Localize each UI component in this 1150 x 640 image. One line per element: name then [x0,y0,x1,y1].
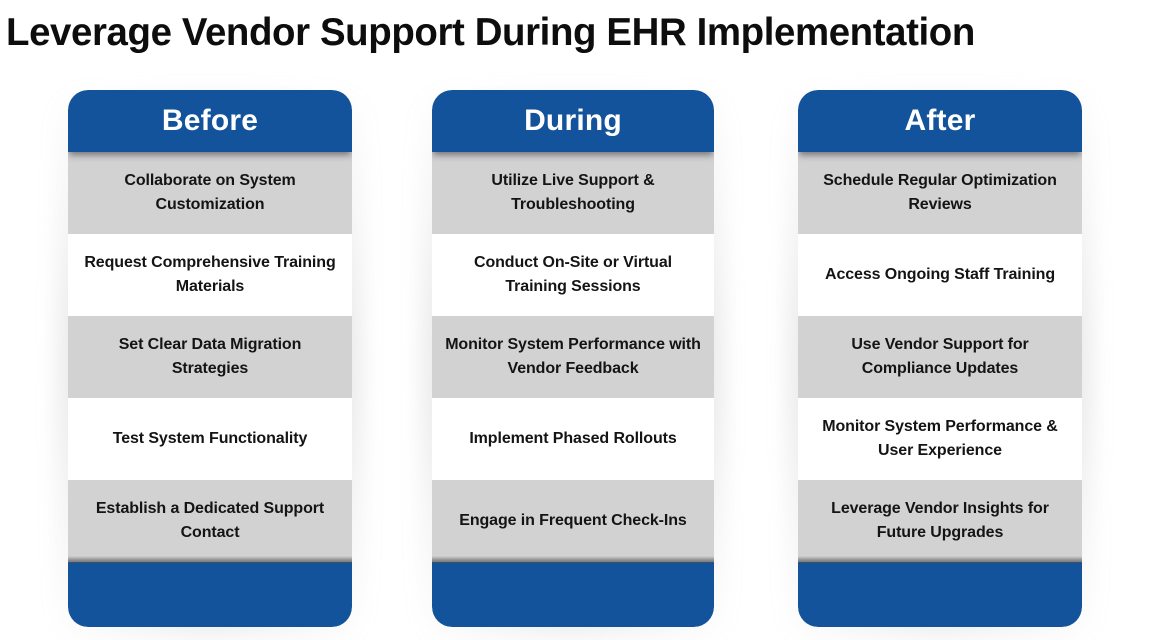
list-item-label: Set Clear Data Migration Strategies [118,336,302,377]
list-item-label: Monitor System Performance with Vendor F… [445,336,701,377]
list-item-label: Use Vendor Support for Compliance Update… [851,336,1029,377]
list-item: Implement Phased Rollouts [432,398,714,480]
phase-footer [68,556,352,627]
phase-footer [798,556,1082,627]
phase-header-label: After [904,103,976,137]
phase-header-before: Before [68,90,352,152]
list-item: Utilize Live Support & Troubleshooting [432,152,714,234]
phase-header-during: During [432,90,714,152]
list-item-label: Request Comprehensive Training Materials [84,254,336,295]
list-item: Engage in Frequent Check-Ins [432,480,714,562]
list-item-label: Access Ongoing Staff Training [824,266,1056,283]
list-item-label: Implement Phased Rollouts [469,430,677,447]
phase-header-label: Before [161,103,259,137]
list-item-label: Utilize Live Support & Troubleshooting [491,172,655,213]
phase-header-label: During [524,103,622,137]
list-item-label: Engage in Frequent Check-Ins [459,512,687,529]
list-item: Conduct On-Site or Virtual Training Sess… [432,234,714,316]
list-item-label: Establish a Dedicated Support Contact [95,500,325,541]
list-item: Request Comprehensive Training Materials [68,234,352,316]
list-item-label: Collaborate on System Customization [124,172,296,213]
page-title: Leverage Vendor Support During EHR Imple… [6,11,975,54]
list-item-label: Test System Functionality [112,430,308,447]
list-item: Monitor System Performance with Vendor F… [432,316,714,398]
list-item: Establish a Dedicated Support Contact [68,480,352,562]
list-item: Set Clear Data Migration Strategies [68,316,352,398]
list-item: Collaborate on System Customization [68,152,352,234]
list-item: Leverage Vendor Insights for Future Upgr… [798,480,1082,562]
list-item: Use Vendor Support for Compliance Update… [798,316,1082,398]
list-item-label: Schedule Regular Optimization Reviews [823,172,1057,213]
list-item-label: Conduct On-Site or Virtual Training Sess… [473,254,672,295]
list-item: Test System Functionality [68,398,352,480]
list-item-label: Monitor System Performance & User Experi… [822,418,1058,459]
phase-footer [432,556,714,627]
list-item: Access Ongoing Staff Training [798,234,1082,316]
list-item-label: Leverage Vendor Insights for Future Upgr… [831,500,1049,541]
list-item: Schedule Regular Optimization Reviews [798,152,1082,234]
phase-header-after: After [798,90,1082,152]
list-item: Monitor System Performance & User Experi… [798,398,1082,480]
